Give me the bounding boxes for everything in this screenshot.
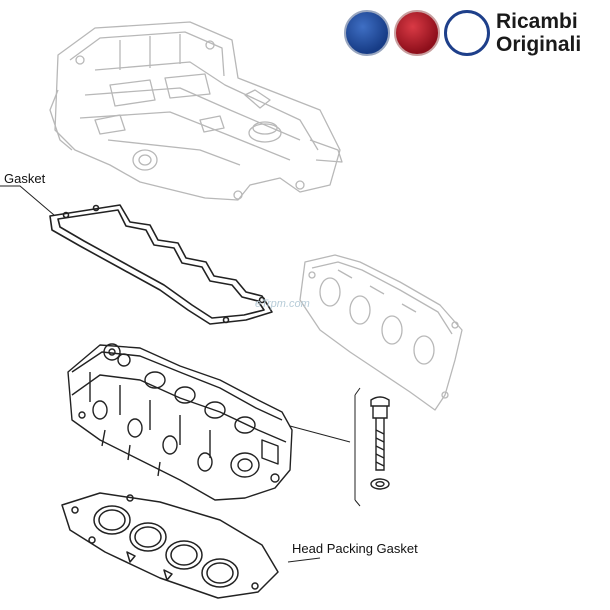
lancia-logo — [344, 10, 390, 56]
head-packing-gasket — [61, 492, 279, 599]
fiat-logo — [394, 10, 440, 56]
brand-header: Ricambi Originali — [344, 10, 606, 58]
cylinder-head — [67, 343, 293, 501]
callout-head-packing-gasket: Head Packing Gasket — [292, 541, 418, 556]
callout-gasket: Gasket — [4, 171, 46, 186]
brand-line-1: Ricambi — [496, 10, 578, 33]
brand-line-2: Originali — [496, 33, 582, 56]
brand-text: Ricambi Originali — [496, 10, 581, 56]
cylinder-head-cover-faded — [49, 21, 343, 201]
rocker-cover-gasket — [49, 204, 273, 325]
alfa-romeo-logo — [444, 10, 490, 56]
exhaust-manifold-faded — [299, 254, 463, 411]
watermark: eTrpm.com — [255, 298, 310, 310]
head-bolt — [370, 396, 390, 490]
leader-lines — [0, 185, 361, 563]
